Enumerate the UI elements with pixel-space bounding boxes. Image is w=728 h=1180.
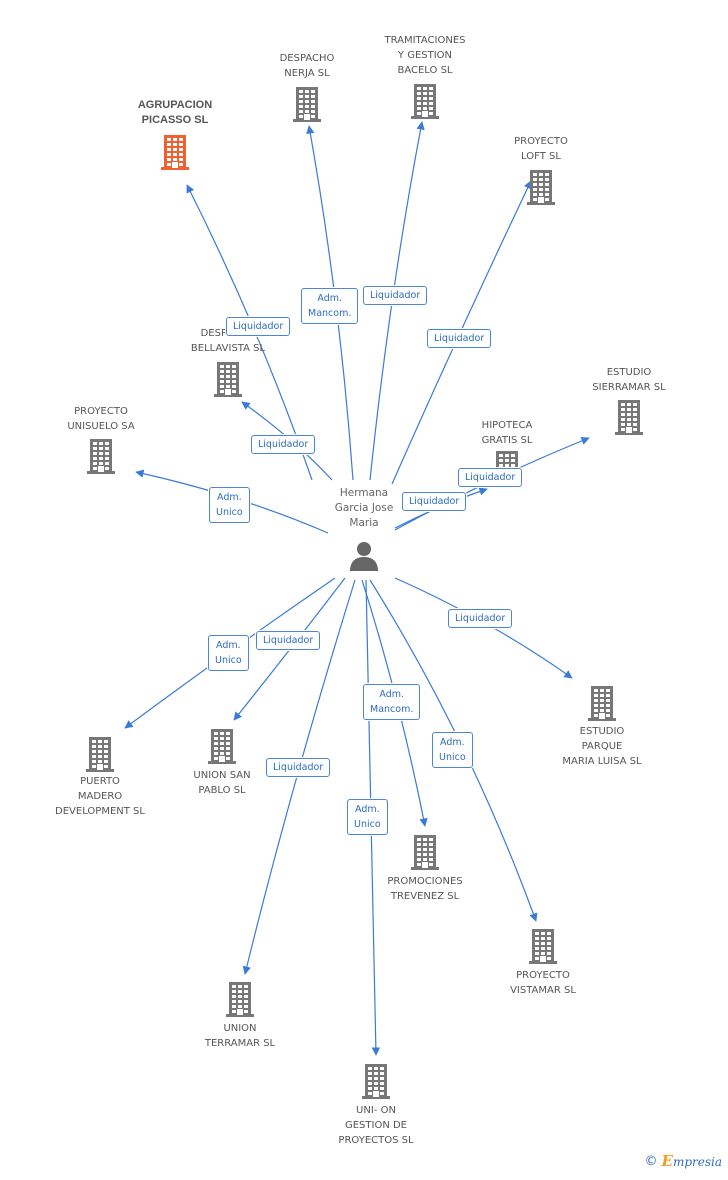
company-node-proyecto-unisuelo[interactable]: PROYECTO UNISUELO SA (21, 404, 181, 474)
building-icon[interactable] (206, 728, 238, 764)
building-icon[interactable] (409, 83, 441, 119)
footer: © Empresia (645, 1152, 723, 1170)
company-label[interactable]: UNI- ON GESTION DE PROYECTOS SL (338, 1105, 414, 1146)
company-node-agrupacion-picasso[interactable]: AGRUPACION PICASSO SL (95, 98, 255, 170)
relation-label-union-san-pablo[interactable]: Liquidador (256, 631, 321, 650)
company-label[interactable]: DESPACHO NERJA SL (279, 53, 335, 79)
relation-label-puerto-madero[interactable]: Adm. Unico (208, 635, 249, 671)
relation-label-despacho-bellavista[interactable]: Liquidador (251, 435, 316, 454)
company-label[interactable]: ESTUDIO SIERRAMAR SL (592, 367, 666, 393)
company-node-estudio-parque[interactable]: ESTUDIO PARQUE MARIA LUISA SL (522, 685, 682, 769)
edge-union-terramar (242, 579, 356, 975)
brand-logo[interactable]: Empresia (662, 1152, 723, 1170)
building-icon[interactable] (84, 736, 116, 772)
company-node-union-gestion[interactable]: UNI- ON GESTION DE PROYECTOS SL (296, 1063, 456, 1148)
edge-estudio-parque (394, 577, 573, 679)
building-icon[interactable] (159, 134, 191, 170)
relation-label-promociones-trevenez[interactable]: Adm. Mancom. (363, 684, 421, 720)
person-icon[interactable] (349, 540, 379, 572)
relation-label-hipoteca-gratis[interactable]: Liquidador (402, 492, 467, 511)
building-icon[interactable] (360, 1063, 392, 1099)
relation-label-estudio-sierramar[interactable]: Liquidador (458, 468, 523, 487)
building-icon[interactable] (85, 438, 117, 474)
company-node-tramitaciones-bacelo[interactable]: TRAMITACIONES Y GESTION BACELO SL (345, 33, 505, 119)
company-node-proyecto-vistamar[interactable]: PROYECTO VISTAMAR SL (463, 928, 623, 998)
company-label[interactable]: ESTUDIO PARQUE MARIA LUISA SL (562, 726, 642, 767)
company-label[interactable]: PROYECTO LOFT SL (514, 136, 568, 162)
building-icon[interactable] (212, 361, 244, 397)
brand-rest: mpresia (672, 1155, 722, 1169)
company-node-union-san-pablo[interactable]: UNION SAN PABLO SL (142, 728, 302, 798)
building-icon[interactable] (291, 86, 323, 122)
center-person-label: Hermana Garcia Jose Maria (334, 487, 394, 529)
company-node-promociones-trevenez[interactable]: PROMOCIONES TREVENEZ SL (345, 834, 505, 904)
company-node-puerto-madero[interactable]: PUERTO MADERO DEVELOPMENT SL (20, 736, 180, 819)
building-icon[interactable] (409, 834, 441, 870)
relation-label-agrupacion-picasso[interactable]: Liquidador (226, 317, 291, 336)
building-icon[interactable] (525, 169, 557, 205)
company-label[interactable]: PROMOCIONES TREVENEZ SL (387, 876, 463, 902)
company-node-despacho-bellavista[interactable]: DESPACHO BELLAVISTA SL (148, 326, 308, 397)
relation-label-union-gestion[interactable]: Adm. Unico (347, 799, 388, 835)
company-label[interactable]: PROYECTO VISTAMAR SL (510, 970, 576, 996)
relation-label-proyecto-unisuelo[interactable]: Adm. Unico (209, 487, 250, 523)
building-icon[interactable] (527, 928, 559, 964)
company-node-estudio-sierramar[interactable]: ESTUDIO SIERRAMAR SL (549, 365, 709, 435)
company-node-proyecto-loft[interactable]: PROYECTO LOFT SL (461, 134, 621, 205)
company-node-union-terramar[interactable]: UNION TERRAMAR SL (160, 981, 320, 1051)
company-label[interactable]: AGRUPACION PICASSO SL (137, 99, 213, 126)
company-label[interactable]: TRAMITACIONES Y GESTION BACELO SL (384, 35, 466, 76)
building-icon[interactable] (586, 685, 618, 721)
relation-label-despacho-nerja[interactable]: Adm. Mancom. (301, 288, 359, 324)
company-label[interactable]: HIPOTECA GRATIS SL (481, 420, 533, 446)
building-icon[interactable] (613, 399, 645, 435)
company-label[interactable]: UNION TERRAMAR SL (204, 1023, 276, 1049)
company-label[interactable]: PROYECTO UNISUELO SA (67, 406, 135, 432)
company-node-despacho-nerja[interactable]: DESPACHO NERJA SL (227, 51, 387, 122)
company-label[interactable]: PUERTO MADERO DEVELOPMENT SL (55, 776, 145, 817)
company-label[interactable]: UNION SAN PABLO SL (193, 770, 251, 796)
copyright-symbol: © (644, 1153, 658, 1169)
relation-label-tramitaciones-bacelo[interactable]: Liquidador (363, 286, 428, 305)
relation-label-proyecto-loft[interactable]: Liquidador (427, 329, 492, 348)
building-icon[interactable] (224, 981, 256, 1017)
brand-initial: E (661, 1152, 673, 1170)
relation-label-estudio-parque[interactable]: Liquidador (448, 609, 513, 628)
relation-label-proyecto-vistamar[interactable]: Adm. Unico (432, 732, 473, 768)
relation-label-union-terramar[interactable]: Liquidador (266, 758, 331, 777)
